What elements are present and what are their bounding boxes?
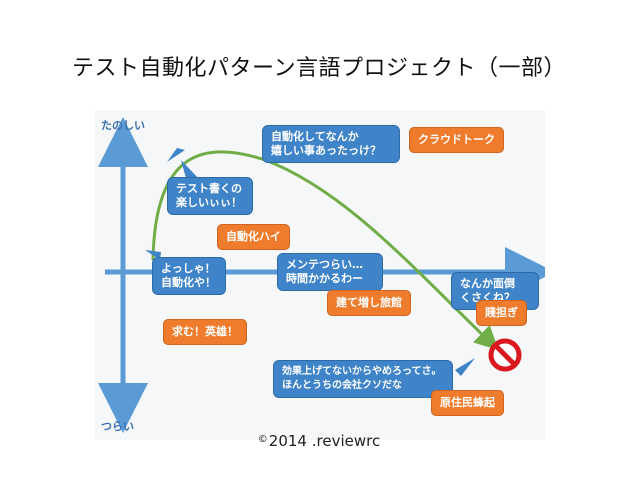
tag-automation-high: 自動化ハイ xyxy=(217,224,290,250)
slide-title: テスト自動化パターン言語プロジェクト（一部） xyxy=(72,56,566,81)
bubble-automation-benefit: 自動化してなんか 嬉しい事あったっけ？ xyxy=(262,125,400,163)
copyright-text: 2014 .reviewrc xyxy=(268,432,381,450)
tag-hero-wanted: 求む！英雄！ xyxy=(163,319,247,345)
tag-native-uprising: 原住民蜂起 xyxy=(431,390,504,416)
copyright-symbol: © xyxy=(257,434,268,445)
bubble-testing-fun: テスト書くの 楽しいぃぃ！ xyxy=(167,177,253,215)
axis-label-painful: つらい xyxy=(101,420,134,433)
bubble-told-to-stop: 効果上げてないからやめろってさ。 ほんとうちの会社クソだな xyxy=(273,360,453,398)
axis-label-fun: たのしい xyxy=(101,119,145,132)
prohibited-icon xyxy=(488,338,522,372)
bubble-lets-automate: よっしゃ！ 自動化や！ xyxy=(152,257,226,295)
tag-palanquin: 賤担ぎ xyxy=(476,300,527,326)
copyright: ©2014 .reviewrc xyxy=(0,432,638,450)
bubble-maintenance-hard: メンテつらい… 時間かかるわー xyxy=(277,253,383,291)
diagram-area: たのしい つらい 自動化してなんか 嬉しい事あったっけ？ テスト書くの 楽しいぃ… xyxy=(95,110,545,440)
tag-extended-inn: 建て増し旅館 xyxy=(327,290,411,316)
tag-cloud-talk: クラウドトーク xyxy=(409,127,504,153)
